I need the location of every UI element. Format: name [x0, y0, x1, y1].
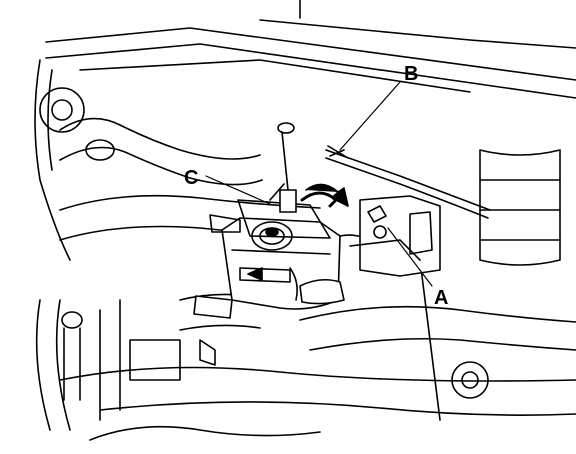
radiator-support-lines: [45, 0, 576, 99]
leader-line-c: [205, 175, 271, 205]
rotation-arrow-icon: [300, 183, 349, 208]
upper-radiator-hose: [59, 117, 263, 186]
callout-b: B: [404, 63, 418, 85]
hose-clamp: [193, 278, 345, 319]
leader-lines: [205, 81, 433, 287]
leader-line-a: [387, 227, 433, 287]
callout-c: C: [184, 167, 198, 189]
air-intake-duct: [59, 194, 576, 416]
callout-a: A: [434, 287, 448, 309]
right-components: [419, 149, 561, 421]
leader-line-b: [339, 81, 401, 151]
throttle-linkage-rod: [277, 122, 297, 213]
cable-bracket: [349, 195, 441, 277]
lower-engine-detail: [89, 299, 321, 441]
radiator-fan-left: [34, 59, 85, 431]
